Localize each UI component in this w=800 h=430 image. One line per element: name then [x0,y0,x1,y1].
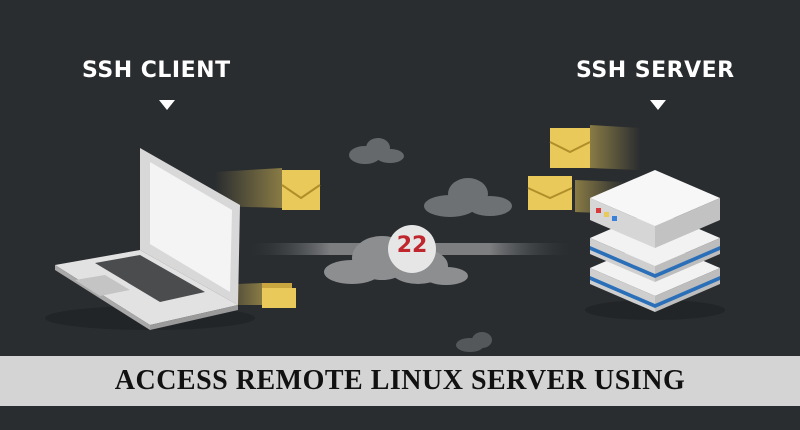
client-pointer-icon [159,100,175,110]
server-label: SSH SERVER [576,58,735,83]
port-number: 22 [396,233,428,258]
server-pointer-icon [650,100,666,110]
status-light-yellow [604,212,609,217]
status-light-blue [612,216,617,221]
server-stack-icon [585,170,725,320]
banner-title: ACCESS REMOTE LINUX SERVER USING [114,365,686,396]
client-label: SSH CLIENT [82,58,231,83]
envelope-icon [281,170,321,210]
cloud-icon [349,138,404,164]
status-light-red [596,208,601,213]
folder-trail [590,125,640,170]
folder-icon [549,128,591,168]
envelope-icon [527,176,573,210]
envelope-trail [215,168,282,208]
title-banner: ACCESS REMOTE LINUX SERVER USING [0,356,800,406]
cloud-icon [424,178,512,217]
cloud-icon [324,236,468,285]
cloud-icon [456,332,492,352]
port-badge [388,225,436,273]
folder-icon [262,283,296,308]
laptop-icon [45,148,255,330]
